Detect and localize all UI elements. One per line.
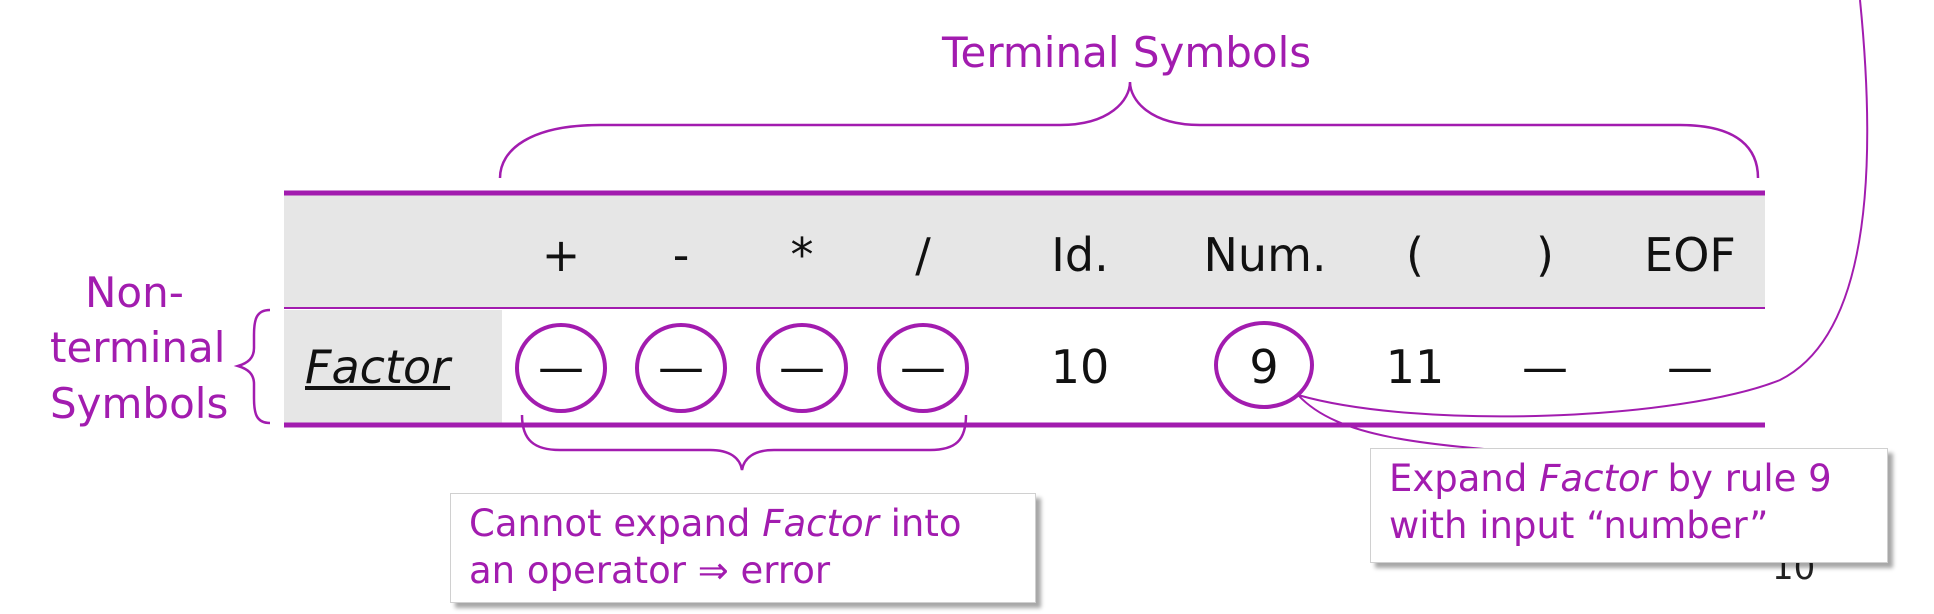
terminal-symbols-brace	[498, 81, 1760, 179]
table-header-row	[284, 195, 1765, 307]
nonterminal-label-line2: terminal	[50, 323, 226, 372]
row-header-factor: Factor	[305, 340, 451, 394]
circle-plus-entry	[515, 323, 607, 413]
rule-note-line2: with input “number”	[1389, 504, 1769, 547]
circle-divide-entry	[877, 323, 969, 413]
circle-minus-entry	[635, 323, 727, 413]
column-header: EOF	[1644, 228, 1736, 282]
column-header: Id.	[1051, 228, 1109, 282]
table-cell: —	[658, 340, 704, 394]
table-cell: —	[1522, 340, 1568, 394]
table-cell: —	[779, 340, 825, 394]
nonterminal-label-line3: Symbols	[50, 379, 229, 428]
table-cell: —	[900, 340, 946, 394]
rule-reference-curve	[1297, 0, 1869, 418]
error-note-line2: an operator ⇒ error	[469, 549, 831, 592]
table-cell: —	[538, 340, 584, 394]
nonterminal-symbols-brace	[233, 308, 271, 425]
table-cell: 9	[1249, 340, 1279, 394]
table-cell: 11	[1385, 340, 1445, 394]
column-header: )	[1536, 228, 1554, 282]
operator-columns-brace	[520, 414, 968, 471]
circle-num-entry	[1214, 321, 1314, 409]
column-header: +	[541, 228, 581, 282]
rule-note-line1: Expand Factor by rule 9	[1389, 457, 1832, 500]
error-note-line1: Cannot expand Factor into	[469, 502, 962, 545]
circle-times-entry	[756, 323, 848, 413]
error-note: Cannot expand Factor into an operator ⇒ …	[450, 493, 1036, 603]
column-header: (	[1406, 228, 1424, 282]
column-header: -	[672, 228, 690, 282]
terminal-symbols-label: Terminal Symbols	[942, 28, 1312, 77]
column-header: Num.	[1203, 228, 1327, 282]
row-label-background	[284, 310, 502, 425]
table-cell: —	[1667, 340, 1713, 394]
table-cell: 10	[1050, 340, 1110, 394]
rule-note: Expand Factor by rule 9 with input “numb…	[1370, 448, 1888, 563]
column-header: *	[790, 228, 814, 282]
column-header: /	[915, 228, 931, 282]
nonterminal-label-line1: Non-	[85, 268, 184, 317]
